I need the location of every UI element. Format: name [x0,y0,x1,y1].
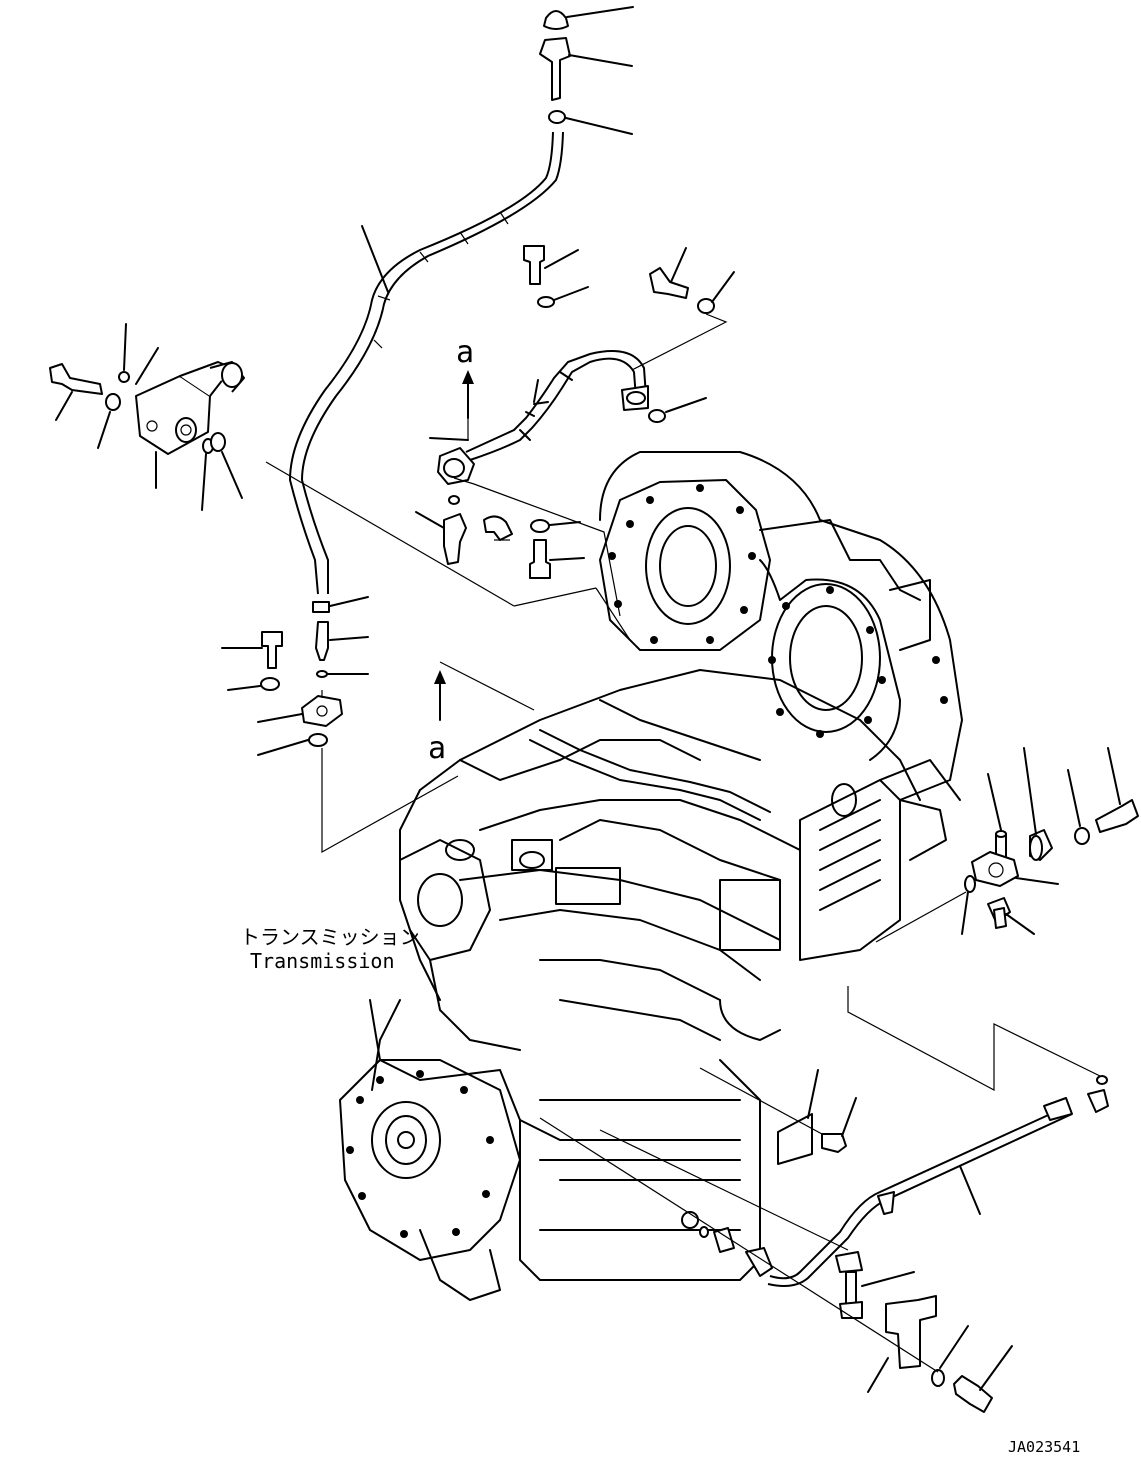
valve-small-nut [118,323,130,383]
center-tube [465,350,649,461]
hose-flange-oring [257,733,328,756]
valve-leader-long [265,461,515,607]
hose-oring [316,670,369,678]
lower-bracket [867,1295,937,1393]
hose-flange [257,690,343,727]
tube-bolt-lower [529,539,585,579]
lower-washer [931,1325,969,1387]
valve-bolt-left [49,363,103,421]
lower-sensor [699,1226,735,1253]
tube-small-oring [448,495,460,505]
lower-leader-mid [599,1129,849,1251]
lower-leader-left [539,1117,939,1373]
top-bracket-part [539,37,633,101]
valve-leader-diag [513,587,597,607]
top-cap-part [543,6,634,30]
valve-orings [201,432,243,511]
hose-lower-clip [312,596,369,613]
hose-flange-leader [321,748,459,854]
lower-leader-box [847,986,1101,1092]
lower-elbow-right [1087,1089,1109,1113]
tube-washer-upper [537,286,589,308]
assembly-name-jp: トランスミッション [240,925,420,949]
hose-nipple [315,621,369,661]
tube-leader-right [631,313,728,371]
breather-hose [288,131,564,595]
right-oring [961,875,976,935]
transmission-housing [339,451,963,1301]
view-marker-a-left: a [428,731,446,766]
tube-elbow-top [429,390,475,485]
right-leader [875,891,967,943]
lower-clamp [835,1251,915,1319]
view-marker-a-top: a [456,335,474,370]
lower-oring-right [1096,1075,1108,1085]
hose-flange-bolt [221,631,283,669]
right-fitting [987,897,1035,935]
valve-leader-top [135,347,159,385]
lower-bolt-end [953,1345,1013,1413]
valve-washer-left [97,393,121,449]
tube-washer-lower [530,519,581,533]
figure-code: JA023541 [1008,1438,1080,1456]
valve-block [135,361,245,489]
right-filter-head [971,851,1059,887]
lower-plate [777,1069,819,1165]
tube-oring-right [648,397,707,423]
lower-bolt-center [821,1097,857,1153]
top-clip-part [548,110,633,135]
valve-leader-down [595,587,631,641]
oil-tube [745,1097,1073,1287]
hose-flange-washer [227,677,280,691]
assembly-name-en: Transmission [250,949,395,973]
view-arrow-left [434,670,446,721]
right-plug [1023,747,1053,861]
right-bolt [1095,747,1139,833]
tube-bolt-upper [523,245,579,285]
tube-fitting-lower [415,511,513,565]
tube-bolt-right [649,247,689,299]
view-arrow-top [462,370,474,419]
tube-leader-lower [453,477,621,617]
right-washer [1067,769,1090,845]
tube-washer-right [697,271,735,314]
lower-leader-center [699,1067,823,1135]
view-marker-leader [439,661,535,711]
